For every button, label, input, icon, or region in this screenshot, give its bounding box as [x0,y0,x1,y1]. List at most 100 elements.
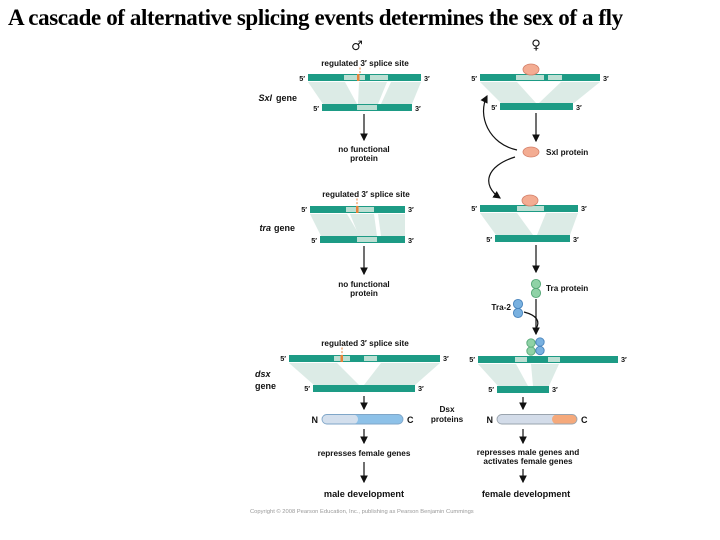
five-prime-label: 5′ [486,235,492,244]
splice-shadow [310,214,360,236]
tra-male-splice-site-label: regulated 3′ splice site [322,190,410,199]
exon-segment [357,237,377,242]
splice-shadow [539,82,600,103]
sxl-autoregulation-arrow [480,94,518,151]
splice-shadow [480,82,536,103]
tra2-ball [535,345,545,356]
sxl-protein-bound [521,194,539,207]
five-prime-label: 5′ [313,104,319,113]
three-prime-label: 3′ [408,236,414,245]
five-prime-label: 5′ [491,103,497,112]
five-prime-label: 5′ [469,355,475,364]
splice-site-mark [340,355,343,362]
three-prime-label: 3′ [576,103,582,112]
splice-shadow [364,363,440,385]
exon-segment [548,357,560,362]
three-prime-label: 3′ [552,385,558,394]
male-development-label: male development [324,489,404,499]
three-prime-label: 3′ [415,104,421,113]
five-prime-label: 5′ [280,354,286,363]
dsx-male-protein-n-segment [322,414,358,424]
three-prime-label: 3′ [581,204,587,213]
no-functional-protein-label: no functional [338,145,389,154]
no-functional-protein-label: protein [350,154,378,163]
exon-segment [364,356,377,361]
dsx-gene-name: dsx [255,369,272,379]
gene-word: gene [255,381,276,391]
male-symbol: ♂ [351,39,363,54]
sxl-female-mrna [500,103,573,110]
tra2-ball [535,337,545,347]
exon-segment [515,357,527,362]
tra-protein-ball [526,346,536,356]
female-development-label: female development [482,489,570,499]
no-functional-protein-label: no functional [338,280,389,289]
exon-segment [548,75,562,80]
female-action-label: represses male genes and [477,448,579,457]
exon-segment [370,75,388,80]
splice-site-mark [357,74,360,81]
splice-shadow [478,364,528,386]
three-prime-label: 3′ [573,235,579,244]
splice-shadow [358,82,387,104]
three-prime-label: 3′ [603,74,609,83]
no-functional-protein-label: protein [350,289,378,298]
male-action-label: represses female genes [318,449,411,458]
five-prime-label: 5′ [488,385,494,394]
five-prime-label: 5′ [471,74,477,83]
exon-segment [357,105,377,110]
sxl-protein-bound [522,63,540,76]
tra2-ball [512,298,524,310]
sxl-to-tra-arrow [488,156,516,199]
five-prime-label: 5′ [311,236,317,245]
gene-word: gene [276,93,297,103]
three-prime-label: 3′ [424,74,430,83]
splice-shadow [308,82,357,104]
five-prime-label: 5′ [301,205,307,214]
sxl-gene-name: Sxl [258,93,272,103]
slide-title: A cascade of alternative splicing events… [8,5,623,30]
three-prime-label: 3′ [408,205,414,214]
gene-word: gene [274,223,295,233]
exon-segment [346,207,374,212]
splice-shadow [531,364,559,386]
splice-shadow [289,363,359,385]
sxl-protein [522,146,540,158]
n-terminus-label: N [487,415,494,425]
dsx-male-mrna [313,385,415,392]
sxl-male-splice-site-label: regulated 3′ splice site [321,59,409,68]
tra-female-mrna [495,235,570,242]
splice-site-mark [356,206,359,213]
dsx-proteins-label: proteins [431,415,464,424]
female-action-label: activates female genes [483,457,573,466]
sxl-protein-label: Sxl protein [546,148,588,157]
tra-protein-label: Tra protein [546,284,588,293]
dsx-female-mrna [497,386,549,393]
n-terminus-label: N [312,415,319,425]
splice-shadow [378,214,405,236]
tra-gene-name: tra [259,223,271,233]
exon-segment [516,75,544,80]
dsx-female-protein-c-segment [552,414,577,424]
c-terminus-label: C [581,415,588,425]
exon-segment [344,75,365,80]
copyright-line: Copyright © 2008 Pearson Education, Inc.… [250,508,474,515]
splice-shadow [350,214,377,236]
five-prime-label: 5′ [304,384,310,393]
five-prime-label: 5′ [471,204,477,213]
exon-segment [517,206,544,211]
splice-shadow [537,213,578,235]
splice-shadow [480,213,533,235]
dsx-proteins-label: Dsx [439,405,454,414]
female-symbol: ♀ [531,38,541,53]
tra-protein-ball [526,338,536,348]
c-terminus-label: C [407,415,414,425]
three-prime-label: 3′ [418,384,424,393]
dsx-male-protein-outline [321,414,404,425]
tra-protein-ball [530,287,542,299]
dsx-male-splice-site-label: regulated 3′ splice site [321,339,409,348]
tra2-ball [512,307,524,319]
three-prime-label: 3′ [621,355,627,364]
splice-shadow [381,82,421,104]
